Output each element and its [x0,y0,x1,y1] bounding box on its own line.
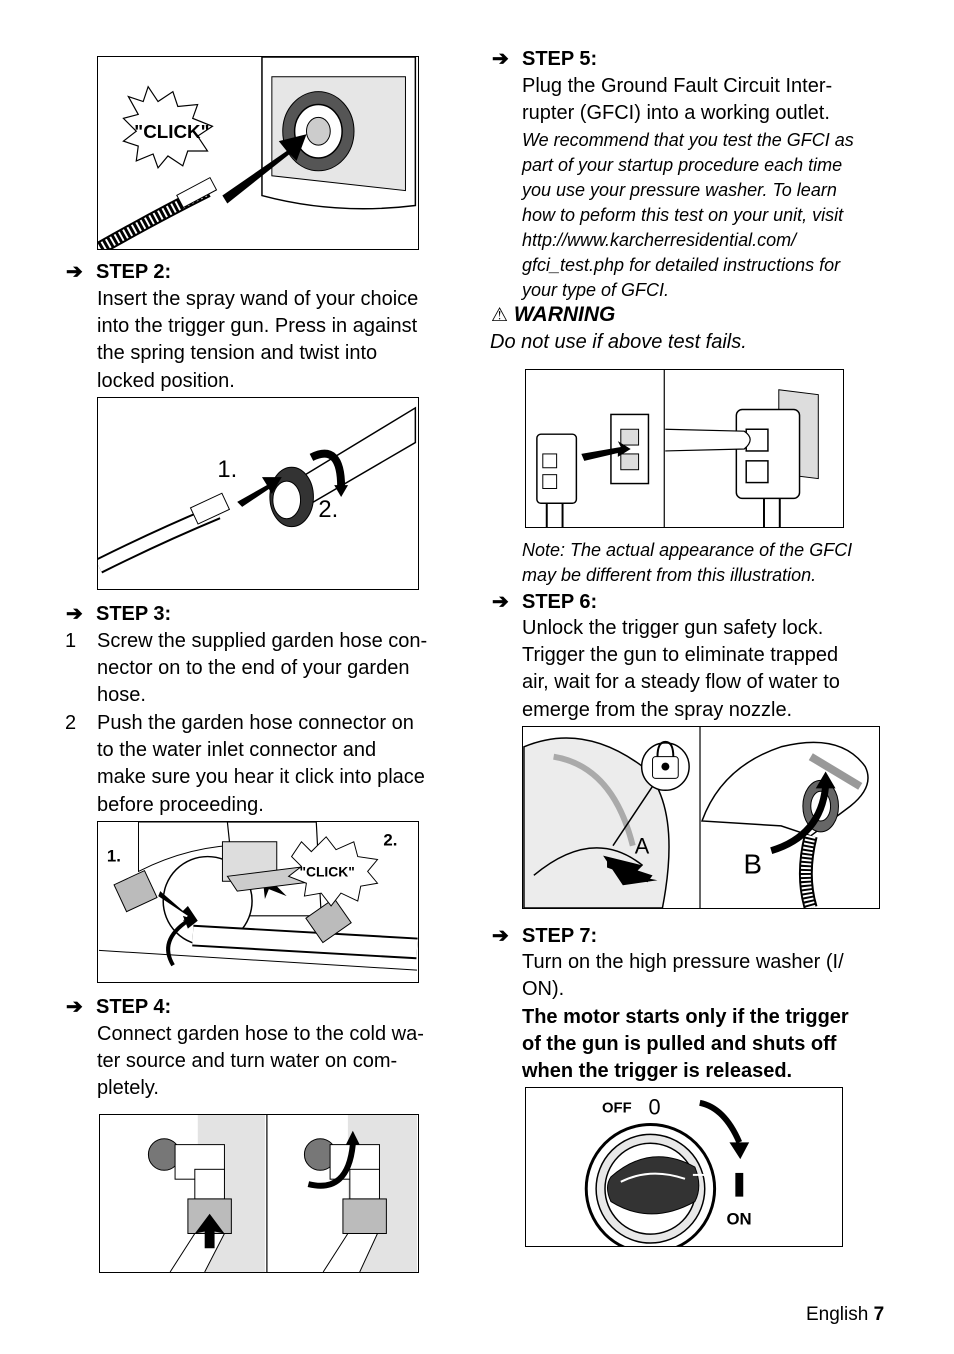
trigger-left: A [523,737,690,908]
step2-title: ➔STEP 2: [66,261,172,283]
trigger-right: B [700,741,869,908]
switch-off-label: OFF [602,1101,632,1117]
hose-label-1: 1. [107,847,121,866]
step3-title: ➔STEP 3: [66,603,172,625]
step6-text: Unlock the trigger gun safety lock. Trig… [522,617,840,721]
hose-click-label: "CLICK" [299,863,354,879]
step5-title: ➔STEP 5: [492,48,598,70]
step3-item-2: 2 Push the garden hose connector on to t… [65,712,425,816]
step-arrow-icon: ➔ [492,48,509,70]
step2-text: Insert the spray wand of your choice int… [97,288,419,392]
wand-label-1: 1. [217,456,237,483]
tap-right [303,1130,387,1272]
warning-text: Do not use if above test fails. [490,331,747,353]
figure-main-switch: OFF 0 ON [525,1087,843,1247]
main-switch-illustration: OFF 0 ON [584,1095,752,1246]
garden-hose-illustration: "CLICK" 1. 2. [98,822,418,971]
click-label: "CLICK" [134,121,209,142]
switch-zero-label: 0 [648,1095,660,1120]
step7-motor-note: The motor starts only if the trigger of … [522,1006,849,1083]
step5-gfci-recommendation: We recommend that you test the GFCI as p… [522,130,854,300]
warning-icon: ⚠ [491,305,509,326]
page-number: 7 [873,1304,885,1325]
figure-hose-connect-click: "CLICK" [97,56,419,250]
step4-title: ➔STEP 4: [66,996,172,1018]
step4-text: Connect garden hose to the cold wa- ter … [97,1023,424,1100]
page-footer: English 7 [806,1304,885,1325]
water-tap-illustration [147,1115,417,1272]
trigger-gun-illustration: A B [523,727,869,908]
wand-label-2: 2. [318,496,338,523]
hose-label-2: 2. [383,831,397,850]
figure-trigger-gun: A B [522,726,880,909]
step-arrow-icon: ➔ [66,996,83,1018]
step5-text: Plug the Ground Fault Circuit Inter- rup… [522,75,833,125]
hose-click-illustration: "CLICK" [98,57,417,249]
trigger-label-b: B [744,848,762,879]
switch-on-mark [735,1172,744,1197]
gfci-note: Note: The actual appearance of the GFCI … [522,540,853,585]
warning-heading: ⚠ WARNING [491,303,616,326]
step-arrow-icon: ➔ [66,261,83,283]
gfci-left [536,413,650,527]
figure-garden-hose-connector: "CLICK" 1. 2. [97,821,419,983]
gfci-right [665,389,819,527]
figure-water-tap [99,1114,419,1273]
spray-wand-illustration: 1. 2. [98,406,417,574]
trigger-label-a: A [635,834,650,859]
step-arrow-icon: ➔ [492,591,509,613]
step3-item-1: 1 Screw the supplied garden hose con- ne… [65,630,428,707]
step-arrow-icon: ➔ [492,925,509,947]
step6-title: ➔STEP 6: [492,591,598,613]
step7-title: ➔STEP 7: [492,925,598,947]
gfci-illustration [536,370,819,527]
step-arrow-icon: ➔ [66,603,83,625]
tap-left [147,1138,232,1272]
figure-spray-wand: 1. 2. [97,397,419,590]
figure-gfci [525,369,844,528]
step7-text: Turn on the high pressure washer (I/ ON)… [522,951,844,1001]
switch-on-label: ON [726,1209,751,1228]
